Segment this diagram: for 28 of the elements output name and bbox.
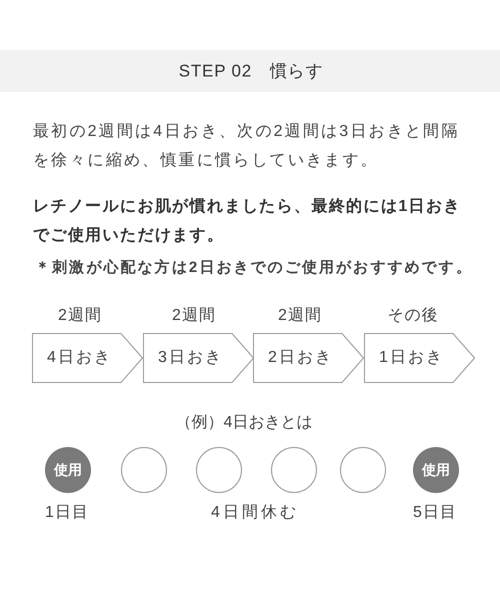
interval-text: 2日おき <box>268 348 333 368</box>
interval-text: 1日おき <box>379 348 444 368</box>
usage-text: 使用 <box>54 461 82 479</box>
interval-text: 3日おき <box>158 348 223 368</box>
duration-label: 2週間 <box>58 306 102 326</box>
note-paragraph: レチノールにお肌が慣れましたら、最終的には1日おきでご使用いただけます。 <box>33 196 462 246</box>
usage-text: 使用 <box>422 461 450 479</box>
rest-day-circle <box>196 447 242 493</box>
footnote-text: ＊刺激が心配な方は2日おきでのご使用がおすすめです。 <box>35 258 473 278</box>
intro-paragraph: 最初の2週間は4日おき、次の2週間は3日おきと間隔を徐々に縮め、慎重に慣らしていきます。 <box>33 122 461 171</box>
day-label: 1日目 <box>45 503 89 523</box>
process-step <box>364 333 475 383</box>
process-step <box>143 333 254 383</box>
process-step <box>32 333 143 383</box>
duration-label: その後 <box>388 306 438 326</box>
use-day-circle <box>413 447 459 493</box>
day-label: 5日目 <box>413 503 457 523</box>
rest-day-circle <box>340 447 386 493</box>
title-heading: STEP 02 慣らす <box>178 60 324 82</box>
rest-days-label: 4日間休む <box>211 503 299 523</box>
rest-day-circle <box>271 447 317 493</box>
rest-day-circle <box>121 447 167 493</box>
example-caption: （例）4日おきとは <box>176 413 312 433</box>
duration-label: 2週間 <box>172 306 216 326</box>
duration-label: 2週間 <box>278 306 322 326</box>
process-step <box>253 333 364 383</box>
use-day-circle <box>45 447 91 493</box>
interval-text: 4日おき <box>47 348 112 368</box>
